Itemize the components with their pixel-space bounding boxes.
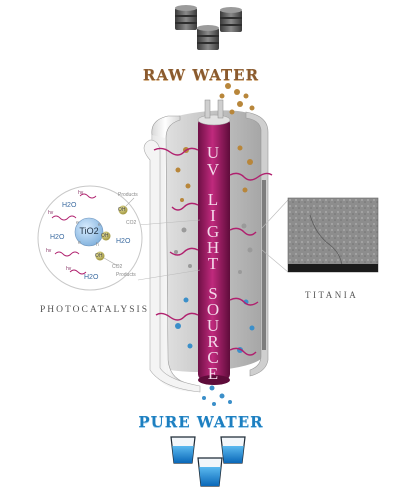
droplets-mixed xyxy=(174,223,253,274)
electron-label: e xyxy=(98,222,101,228)
barrel-icon xyxy=(175,5,197,30)
titania-inset xyxy=(261,197,379,273)
products-label: Products xyxy=(118,192,138,198)
raw-water-title: RAW WATER xyxy=(142,66,260,84)
hv-label: hv xyxy=(66,266,72,272)
barrel-icon xyxy=(220,7,242,32)
uv-letter: U xyxy=(206,316,220,335)
photocatalysis-label: PHOTOCATALYSIS xyxy=(40,305,149,315)
uv-letter: G xyxy=(206,222,220,241)
co2-label: CO2 xyxy=(112,264,123,270)
pure-water-title: PURE WATER xyxy=(138,413,264,431)
co2-label: CO2 xyxy=(126,220,137,226)
titania-label: TITANIA xyxy=(305,290,359,300)
uv-letter: S xyxy=(208,284,218,303)
tio2-particle xyxy=(74,217,104,247)
hv-label: hv xyxy=(46,248,52,254)
oh-label: OH xyxy=(118,207,126,213)
tio2-label: TiO2 xyxy=(79,226,99,236)
water-glass-icon xyxy=(220,436,246,464)
uv-lamp xyxy=(197,99,231,385)
oh-radical-icon xyxy=(118,205,128,215)
electron-label: e xyxy=(78,240,81,246)
photocatalysis-inset xyxy=(37,185,201,291)
products-label: Products xyxy=(116,272,136,278)
uv-letter: E xyxy=(207,364,219,383)
h2o-label: H2O xyxy=(116,238,131,245)
water-glass-icon xyxy=(170,436,196,464)
uv-letter: R xyxy=(207,332,219,351)
h2o-label: H2O xyxy=(84,274,99,281)
hole-label: h xyxy=(96,242,99,248)
uv-letter: T xyxy=(207,254,219,273)
droplets-pure xyxy=(175,297,255,406)
h2o-label: H2O xyxy=(62,202,77,209)
uv-letter: U xyxy=(206,143,220,162)
water-glass-icon xyxy=(197,457,223,487)
uv-light-rays xyxy=(153,147,273,356)
oh-label: OH xyxy=(95,253,103,259)
uv-letter: V xyxy=(206,160,220,179)
uv-letter: C xyxy=(207,348,219,367)
electron-label: e xyxy=(76,220,79,226)
oh-radical-icon xyxy=(95,251,105,261)
h2o-label: H2O xyxy=(50,234,65,241)
oh-radical-icon xyxy=(101,231,111,241)
uv-letter: O xyxy=(206,300,220,319)
hv-label: hv xyxy=(48,210,54,216)
oh-label: OH xyxy=(101,233,109,239)
sem-image xyxy=(287,197,379,273)
uv-letter: I xyxy=(210,206,216,225)
barrel-icon xyxy=(197,25,219,50)
uv-letter: H xyxy=(206,238,220,257)
uv-letter: L xyxy=(207,190,219,209)
hv-label: hv xyxy=(78,190,84,196)
